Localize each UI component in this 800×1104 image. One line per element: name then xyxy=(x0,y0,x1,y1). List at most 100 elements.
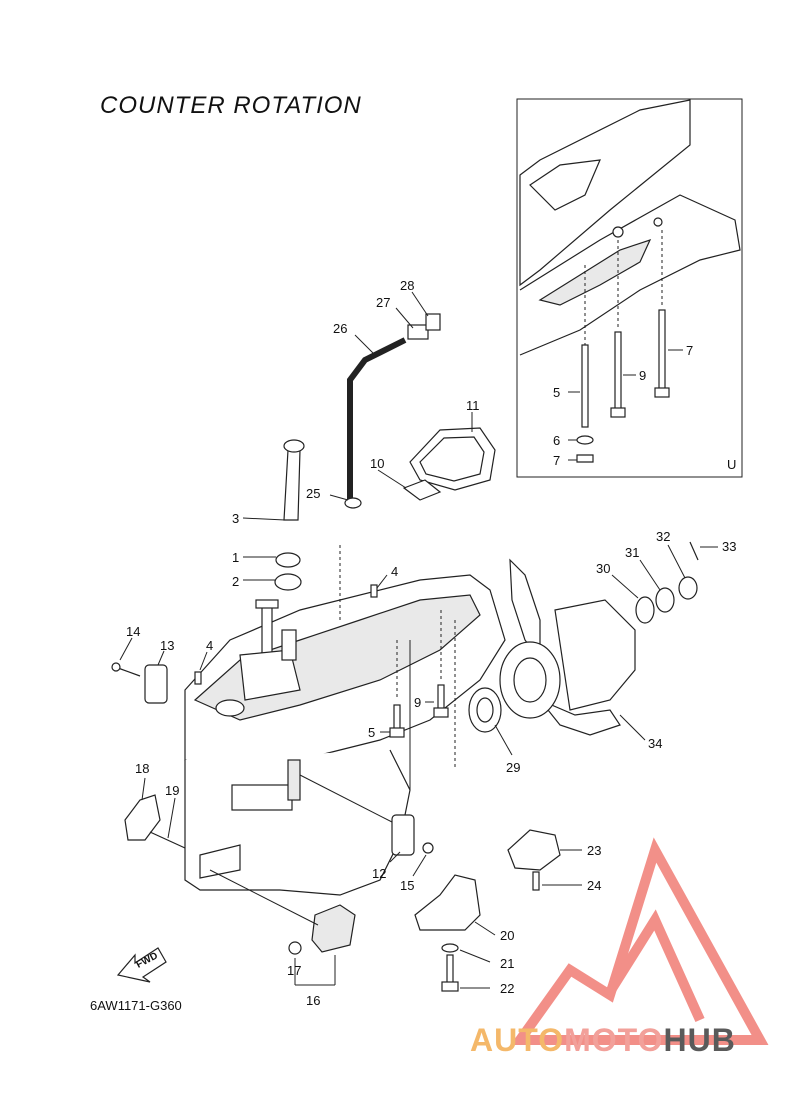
callout-5b: 5 xyxy=(553,385,560,400)
leader-15 xyxy=(412,854,427,877)
main-bolts xyxy=(389,684,449,738)
anode-12 xyxy=(391,814,415,856)
lower-case-assembly xyxy=(184,574,506,896)
leader-28 xyxy=(411,291,429,317)
watermark-triangle-inner xyxy=(603,909,705,1023)
nut-32 xyxy=(678,576,698,600)
callout-5a: 5 xyxy=(368,725,375,740)
leader-21 xyxy=(459,949,491,963)
callout-15: 15 xyxy=(400,878,414,893)
callout-2: 2 xyxy=(232,574,239,589)
callout-24: 24 xyxy=(587,878,601,893)
anode-group xyxy=(124,794,186,849)
water-tube-group xyxy=(274,439,305,591)
inset-housing-pocket xyxy=(529,159,601,211)
water-tube-socket xyxy=(281,629,297,661)
callout-14: 14 xyxy=(126,624,140,639)
propeller-hub-bore xyxy=(513,657,547,703)
spacer-30 xyxy=(635,596,655,624)
callout-8: 7 xyxy=(686,343,693,358)
propeller-34 xyxy=(499,558,636,736)
watermark-auto: AUTO xyxy=(470,1022,565,1058)
callout-18: 18 xyxy=(135,761,149,776)
bolt-14 xyxy=(117,667,141,677)
main-leaders xyxy=(119,291,718,989)
anode-16 xyxy=(311,904,356,953)
bolt-19 xyxy=(149,831,186,849)
cooling-hose-group xyxy=(344,313,441,509)
leader-30 xyxy=(611,574,639,599)
nut-15 xyxy=(422,842,434,854)
hose-clip-28 xyxy=(425,313,441,331)
trim-tab-lower-group xyxy=(507,829,561,891)
main-guides xyxy=(339,545,456,790)
callout-25: 25 xyxy=(306,486,320,501)
gasket-group xyxy=(402,427,496,501)
bolt-24 xyxy=(532,871,540,891)
inset-bolt-9 xyxy=(614,331,622,411)
leader-18 xyxy=(141,777,146,801)
inset-boss-2 xyxy=(653,217,663,227)
cotter-pin-33 xyxy=(689,541,699,561)
inset-housing-top xyxy=(519,99,691,287)
callout-3: 3 xyxy=(232,511,239,526)
cover-20 xyxy=(414,874,481,931)
watermark-logo-mark xyxy=(510,837,769,1045)
nut-17 xyxy=(288,941,302,955)
leader-10 xyxy=(377,469,407,489)
callout-13: 13 xyxy=(160,638,174,653)
bolt-22 xyxy=(446,954,454,984)
leader-12 xyxy=(389,851,401,863)
leader-27 xyxy=(395,307,414,329)
callout-12: 12 xyxy=(372,866,386,881)
callout-17: 17 xyxy=(287,963,301,978)
leader-12-body xyxy=(299,774,393,823)
trim-tab-group xyxy=(111,662,168,704)
figure-code: 6AW1171-G360 xyxy=(90,998,182,1013)
side-anode-group xyxy=(391,814,434,856)
seal-10 xyxy=(402,479,442,501)
leader-4b xyxy=(199,651,208,671)
callout-4b: 4 xyxy=(206,638,213,653)
inset-bolt-8-head xyxy=(654,387,670,398)
callout-4a: 4 xyxy=(391,564,398,579)
leader-19 xyxy=(167,797,176,839)
callout-10: 10 xyxy=(370,456,384,471)
inset-bolt-9-head xyxy=(610,407,626,418)
diagram-title: COUNTER ROTATION xyxy=(100,92,362,119)
callout-9b: 9 xyxy=(639,368,646,383)
callout-1: 1 xyxy=(232,550,239,565)
inset-bolt-8 xyxy=(658,309,666,391)
watermark-hub: HUB xyxy=(663,1022,736,1058)
watermark-text: AUTOMOTOHUB xyxy=(470,1022,736,1059)
bolt-14-head xyxy=(111,662,121,672)
grommet-25 xyxy=(344,497,362,509)
inset-stud-5 xyxy=(581,344,589,428)
leader-26 xyxy=(354,334,376,356)
water-tube-top xyxy=(283,439,305,453)
callout-7: 7 xyxy=(553,453,560,468)
hose-joint-27 xyxy=(407,324,429,340)
inset-washer-6 xyxy=(576,435,594,445)
callout-29: 29 xyxy=(506,760,520,775)
callout-27: 27 xyxy=(376,295,390,310)
main-callouts: 1 2 3 4 4 5 9 10 11 12 13 14 15 16 17 18… xyxy=(126,278,736,1008)
inset-label: U xyxy=(727,457,736,472)
fwd-arrow-shape xyxy=(116,947,167,983)
leader-29 xyxy=(494,724,513,756)
callout-26: 26 xyxy=(333,321,347,336)
stud-5-nut xyxy=(389,727,405,738)
dowel-pin-left xyxy=(194,671,202,685)
callout-30: 30 xyxy=(596,561,610,576)
inset-detail: 7 9 5 6 7 U xyxy=(516,98,743,478)
lower-case-nose xyxy=(199,844,241,879)
callout-34: 34 xyxy=(648,736,662,751)
callout-6: 6 xyxy=(553,433,560,448)
propeller-blade-right xyxy=(554,599,636,711)
cooling-hose xyxy=(347,337,407,500)
seal-2 xyxy=(274,573,302,591)
lower-case-port xyxy=(215,699,245,717)
bolt-22-head xyxy=(441,981,459,992)
